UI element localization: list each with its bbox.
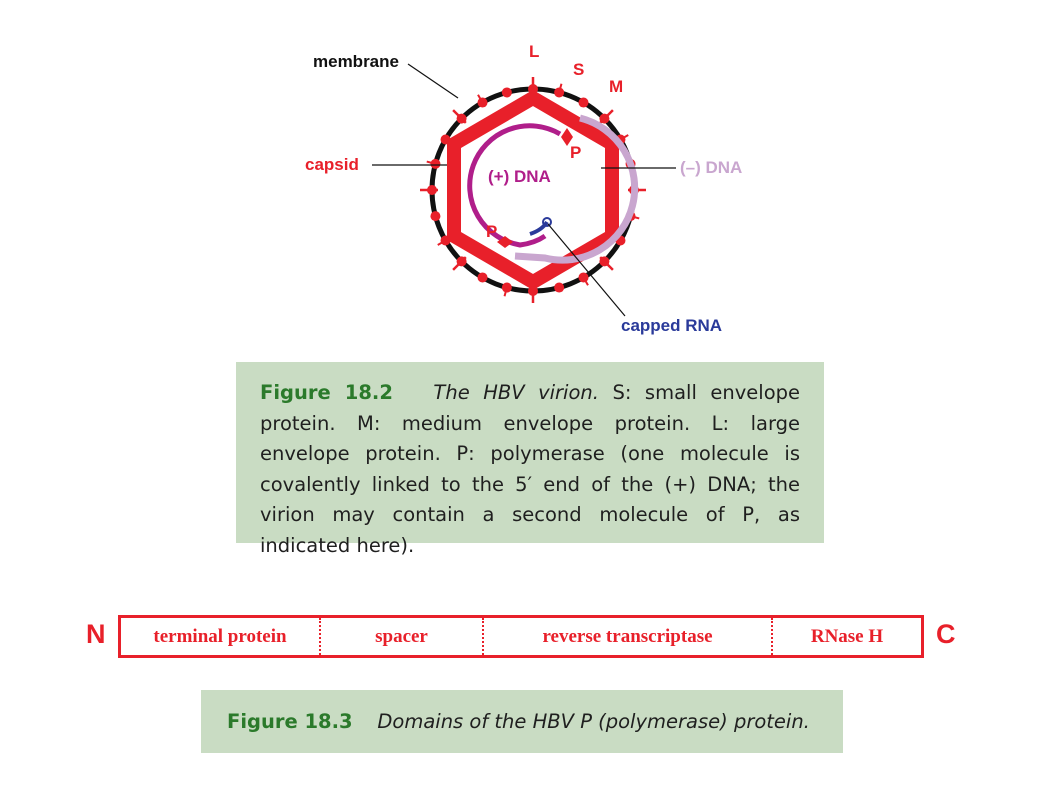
capsid-label: capsid bbox=[305, 155, 359, 174]
capsid-hexagon bbox=[447, 89, 619, 291]
minus-dna-label: (–) DNA bbox=[680, 158, 742, 177]
polymerase-bottom bbox=[497, 236, 513, 248]
figure-18-2-title: The HBV virion. bbox=[433, 381, 599, 404]
medium-envelope-protein-stalk bbox=[426, 160, 436, 165]
M-protein-label: M bbox=[609, 77, 623, 96]
large-envelope-protein bbox=[456, 113, 467, 124]
plus-dna-strand bbox=[467, 123, 562, 248]
hbv-virion-diagram: membrane capsid (+) DNA (–) DNA capped R… bbox=[305, 42, 742, 335]
membrane-leader bbox=[407, 63, 459, 99]
plus-dna-label: (+) DNA bbox=[488, 167, 551, 186]
large-envelope-protein bbox=[599, 113, 610, 124]
figure-18-3-caption: Figure 18.3 Domains of the HBV P (polyme… bbox=[201, 690, 843, 753]
envelope-protein bbox=[501, 87, 512, 98]
envelope-protein bbox=[578, 97, 589, 108]
S-protein-label: S bbox=[573, 60, 584, 79]
figure-18-2-body: S: small envelope protein. M: medium env… bbox=[260, 381, 800, 557]
domain-rnase-h: RNase H bbox=[771, 618, 921, 655]
large-envelope-protein bbox=[599, 256, 610, 267]
domain-spacer: spacer bbox=[319, 618, 482, 655]
domain-reverse-transcriptase: reverse transcriptase bbox=[482, 618, 771, 655]
polymerase-domain-bar: terminal protein spacer reverse transcri… bbox=[118, 615, 924, 658]
L-protein-label: L bbox=[529, 42, 539, 61]
polymerase-top bbox=[561, 128, 573, 146]
envelope-protein bbox=[477, 272, 488, 283]
capped-rna bbox=[529, 220, 549, 236]
medium-envelope-protein-stalk bbox=[437, 239, 447, 246]
figure-18-3-title: Domains of the HBV P (polymerase) protei… bbox=[377, 710, 810, 733]
figure-18-3-number: Figure 18.3 bbox=[227, 710, 353, 733]
minus-dna-strand bbox=[514, 114, 639, 264]
figure-18-2-number: Figure 18.2 bbox=[260, 381, 393, 404]
domain-terminal-protein: terminal protein bbox=[153, 625, 287, 647]
large-envelope-protein bbox=[427, 185, 437, 195]
n-terminus-label: N bbox=[86, 619, 106, 649]
envelope-protein bbox=[430, 211, 441, 222]
figure-18-2-caption: Figure 18.2 The HBV virion. S: small env… bbox=[236, 362, 824, 557]
medium-envelope-protein-stalk bbox=[582, 276, 589, 286]
medium-envelope-protein-stalk bbox=[558, 83, 563, 93]
medium-envelope-protein-stalk bbox=[503, 287, 508, 297]
rna-cap bbox=[542, 217, 552, 227]
medium-envelope-protein-stalk bbox=[477, 94, 484, 104]
large-envelope-protein bbox=[456, 256, 467, 267]
medium-envelope-protein-stalk bbox=[619, 134, 629, 141]
membrane-label: membrane bbox=[313, 52, 399, 71]
capped-rna-leader bbox=[547, 223, 626, 317]
capped-rna-label: capped RNA bbox=[621, 316, 722, 335]
envelope-protein bbox=[554, 282, 565, 293]
P-bottom-label: P bbox=[486, 222, 497, 241]
c-terminus-label: C bbox=[936, 619, 956, 649]
P-top-label: P bbox=[570, 143, 581, 162]
